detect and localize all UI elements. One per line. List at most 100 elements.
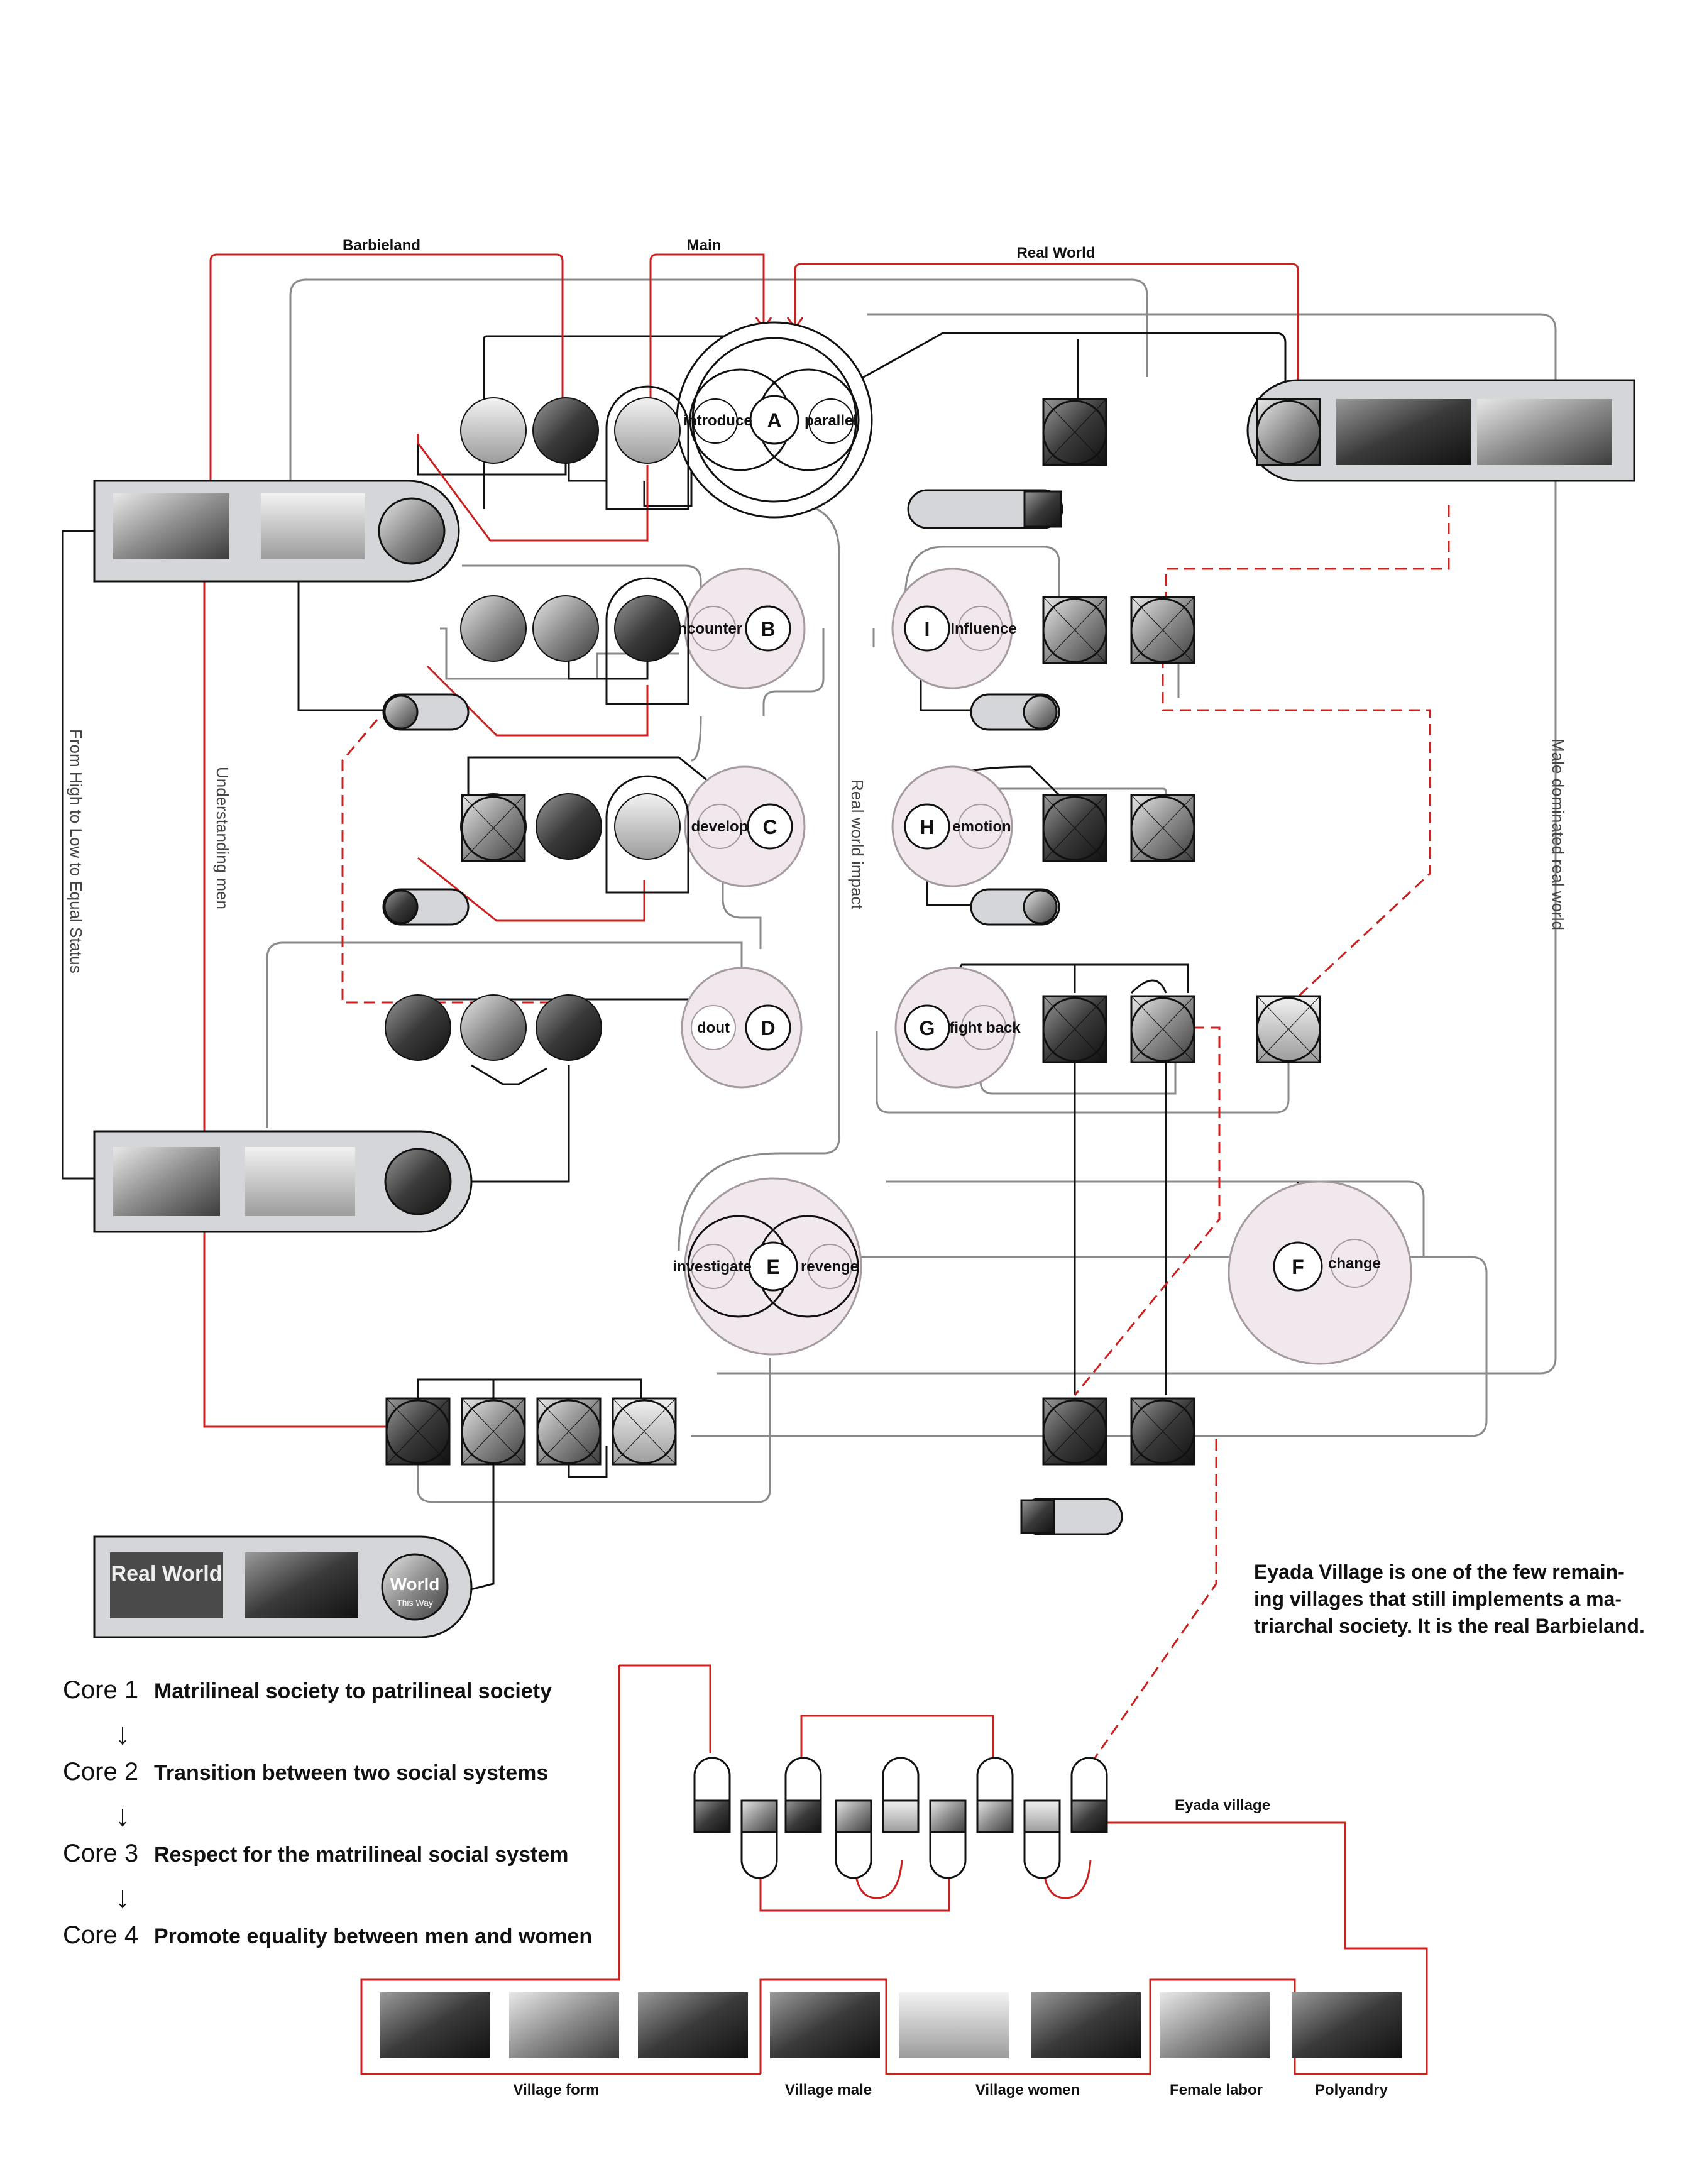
core-2-label: Core 2: [63, 1758, 138, 1786]
svg-text:encounter: encounter: [669, 620, 742, 637]
core-2-text: Transition between two social systems: [154, 1761, 548, 1785]
small-pills: [382, 489, 1123, 1535]
arch-frames: [605, 385, 689, 894]
village-form-photo-3: [638, 1992, 748, 2058]
boxed-still-e2: [461, 1397, 526, 1466]
arrow-2: ↓: [115, 1799, 130, 1833]
caption-village-form: Village form: [514, 2082, 600, 2099]
svg-text:Influence: Influence: [950, 620, 1016, 637]
svg-text:fight back: fight back: [949, 1019, 1021, 1036]
boxed-still-c1: [461, 794, 526, 862]
node-h: H emotion: [891, 765, 1013, 887]
boxed-stills: [385, 398, 1321, 1466]
boxed-still-g2: [1130, 995, 1195, 1063]
svg-text:G: G: [920, 1017, 935, 1040]
capsule-9: [1070, 1757, 1108, 1833]
photo-real-world-2: [1477, 399, 1612, 465]
node-i: I Influence: [891, 568, 1017, 689]
boxed-still-f1: [1042, 1397, 1107, 1466]
village-photo-strip: [380, 1992, 1402, 2058]
poster-real-world: [110, 1552, 223, 1618]
gray-connector-lines: [266, 278, 1557, 1503]
pill-4: [382, 693, 470, 731]
boxed-still-i2: [1130, 596, 1195, 664]
node-g: G fight back: [894, 967, 1021, 1089]
capsule-8: [1023, 1799, 1061, 1879]
poster-this-way-label: This Way: [397, 1598, 433, 1608]
village-form-photo-1: [380, 1992, 490, 2058]
boxed-still-top: [1042, 398, 1107, 466]
capsule-4: [835, 1799, 872, 1879]
boxed-still-i1: [1042, 596, 1107, 664]
capsule-3: [784, 1757, 822, 1833]
node-a: A introduce parallel: [676, 321, 873, 519]
village-chain: [693, 1757, 1108, 1879]
node-d: D dout: [681, 967, 803, 1089]
node-c: C develop: [684, 765, 806, 887]
svg-text:H: H: [920, 816, 934, 838]
svg-text:dout: dout: [697, 1019, 730, 1036]
real-world-impact-label: Real world impact: [848, 779, 867, 909]
caption-female-labor: Female labor: [1170, 2082, 1263, 2099]
village-women-photo-1: [899, 1992, 1009, 2058]
pill-6: [1020, 1498, 1123, 1535]
left-status-line: [62, 530, 94, 1180]
svg-text:change: change: [1328, 1255, 1381, 1272]
male-dominated-label: Male dominated real world: [1549, 738, 1568, 930]
poster-world-label: World: [390, 1574, 440, 1594]
pill-1: [907, 489, 1063, 529]
svg-text:parallel: parallel: [805, 412, 857, 429]
node-f: F change: [1228, 1180, 1412, 1365]
barbieland-label: Barbieland: [343, 237, 420, 254]
core-3-text: Respect for the matrilineal social syste…: [154, 1843, 568, 1867]
svg-text:C: C: [762, 816, 777, 838]
svg-text:develop: develop: [691, 818, 749, 835]
capsule-1: [693, 1757, 731, 1833]
boxed-still-e3: [536, 1397, 602, 1466]
main-label: Main: [687, 237, 722, 254]
real-world-label: Real World: [1017, 244, 1096, 261]
poster-texts: Real World World This Way: [111, 1562, 440, 1608]
strip-captions: Village form Village male Village women …: [514, 2082, 1388, 2099]
caption-village-male: Village male: [785, 2082, 872, 2099]
svg-text:B: B: [761, 618, 775, 640]
capsule-6: [929, 1799, 967, 1879]
svg-text:investigate: investigate: [673, 1258, 751, 1275]
line-labels: Barbieland Main Real World Real world im…: [67, 237, 1568, 1814]
boxed-still-f2: [1130, 1397, 1195, 1466]
village-women-photo-2: [1031, 1992, 1141, 2058]
svg-text:ing villages that still implem: ing villages that still implements a ma-: [1254, 1588, 1622, 1610]
node-e: E investigate revenge: [673, 1177, 862, 1356]
svg-text:F: F: [1292, 1256, 1304, 1278]
photo-ken-circle: [384, 1148, 452, 1215]
core-3-label: Core 3: [63, 1840, 138, 1867]
core-4-text: Promote equality between men and women: [154, 1924, 592, 1948]
arrow-3: ↓: [115, 1881, 130, 1914]
svg-text:revenge: revenge: [801, 1258, 859, 1275]
core-1-label: Core 1: [63, 1676, 138, 1704]
village-form-photo-2: [509, 1992, 619, 2058]
red-connector-lines: [203, 253, 1428, 2075]
caption-polyandry: Polyandry: [1315, 2082, 1388, 2099]
female-labor-photo: [1160, 1992, 1270, 2058]
poster-crowd: [245, 1552, 358, 1618]
pill-3: [970, 888, 1060, 926]
caption-village-women: Village women: [975, 2082, 1080, 2099]
photo-ken-2: [245, 1147, 355, 1216]
svg-text:D: D: [761, 1017, 775, 1040]
panel-photos: [110, 399, 1612, 1621]
boxed-still-e4: [612, 1397, 677, 1466]
from-high-to-low-label: From High to Low to Equal Status: [67, 729, 85, 974]
cores-list: Core 1 Matrilineal society to patrilinea…: [63, 1676, 592, 1949]
node-b: B encounter: [669, 568, 806, 689]
panel-a-circle: [1256, 400, 1321, 465]
arrow-1: ↓: [115, 1718, 130, 1751]
poster-world-circle: [381, 1553, 449, 1621]
photo-barbie-circle: [378, 497, 446, 565]
capsule-7: [976, 1757, 1014, 1833]
poster-real-label: Real World: [111, 1562, 222, 1586]
boxed-still-g1: [1042, 995, 1107, 1063]
photo-barbie-group: [261, 493, 365, 559]
village-male-photo: [770, 1992, 880, 2058]
